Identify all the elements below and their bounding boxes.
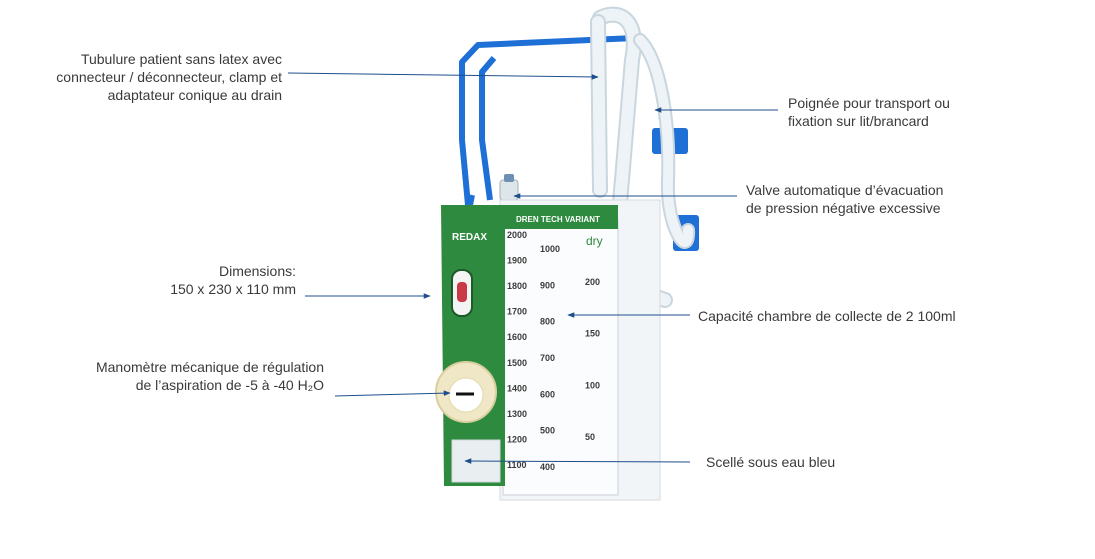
annotation-valve: Valve automatique d’évacuation de pressi… [746, 182, 944, 216]
scale-label-mid-800: 800 [540, 317, 555, 327]
scale-mid: 1000 900 800 700 600 500 400 [540, 244, 560, 472]
brand-logo: REDAX [452, 232, 487, 243]
scale-label-left-1700: 1700 [507, 307, 527, 317]
leader-manometer [334, 390, 451, 397]
leader-tubing [287, 72, 599, 80]
scale-right: 200 150 100 50 [585, 277, 600, 442]
scale-label-left-1100: 1100 [507, 460, 527, 470]
annotation-handle: Poignée pour transport ou fixation sur l… [788, 95, 950, 129]
scale-label-mid-700: 700 [540, 353, 555, 363]
brand-area [446, 228, 498, 242]
model-name: DREN TECH VARIANT [516, 215, 600, 224]
scale-label-left-1500: 1500 [507, 358, 527, 368]
scale-label-mid-1000: 1000 [540, 244, 560, 254]
scale-left: 2000 1900 1800 1700 1600 1500 1400 1300 1200 1100 [507, 230, 527, 470]
scale-label-left-2000: 2000 [507, 230, 527, 240]
annotation-tubing: Tubulure patient sans latex avec connect… [56, 51, 282, 103]
scale-label-left-1600: 1600 [507, 332, 527, 342]
manometer-dial [435, 361, 497, 423]
scale-label-left-1200: 1200 [507, 434, 527, 444]
scale-label-mid-500: 500 [540, 426, 555, 436]
scale-label-right-50: 50 [585, 432, 595, 442]
scale-label-mid-900: 900 [540, 280, 555, 290]
annotation-seal: Scellé sous eau bleu [706, 454, 836, 470]
scale-label-left-1300: 1300 [507, 409, 527, 419]
scale-label-mid-400: 400 [540, 462, 555, 472]
scale-label-right-200: 200 [585, 277, 600, 287]
scale-label-mid-600: 600 [540, 389, 555, 399]
annotation-capacity: Capacité chambre de collecte de 2 100ml [698, 308, 956, 324]
annotation-manometer: Manomètre mécanique de régulation de l’a… [95, 359, 324, 393]
patient-tubing [590, 6, 696, 308]
scale-label-left-1900: 1900 [507, 256, 527, 266]
scale-label-right-150: 150 [585, 329, 600, 339]
leader-seal [464, 458, 691, 464]
annotation-dimensions: Dimensions: 150 x 230 x 110 mm [170, 263, 296, 297]
scale-label-left-1400: 1400 [507, 383, 527, 393]
scale-label-left-1800: 1800 [507, 281, 527, 291]
scale-label-right-100: 100 [585, 380, 600, 390]
dry-mark: dry [586, 234, 603, 248]
green-top-band [500, 205, 618, 229]
